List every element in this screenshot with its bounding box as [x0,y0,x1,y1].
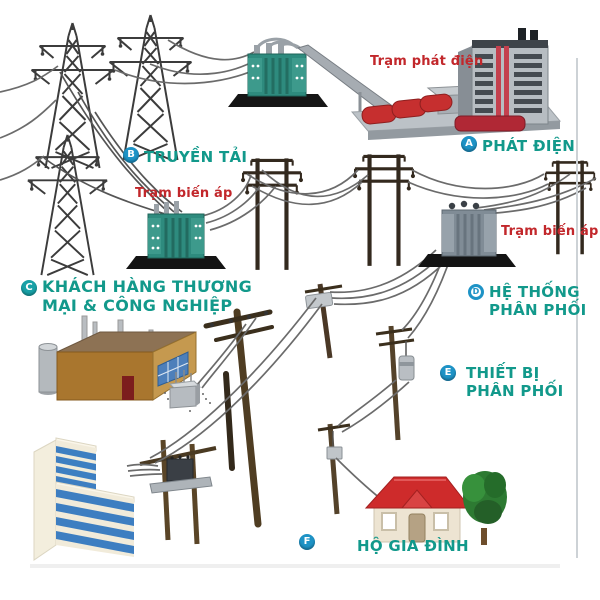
stage-d-line2: PHÂN PHỐI [489,301,587,319]
stage-e-line2: PHÂN PHỐI [466,382,564,400]
house-icon [364,476,472,543]
pole-transformer-icon [375,325,415,441]
stage-e-badge: E [440,365,456,381]
stage-c-line2: MẠI & CÔNG NGHIỆP [42,296,233,315]
stage-d-line1: HỆ THỐNG [489,283,580,301]
stage-d-badge: D [468,284,484,300]
stage-a-label: PHÁT ĐIỆN [482,137,576,155]
factory-icon [38,315,197,401]
pole-mounted-switch-icon [304,283,343,359]
label-generating-station: Trạm phát điện [370,54,484,69]
stage-e-label: THIẾT BỊ PHÂN PHỐI [466,364,564,400]
stage-f-label: HỘ GIA ĐÌNH [357,537,469,555]
stage-b-label: TRUYỀN TẢI [144,148,248,166]
stage-c-badge: C [21,280,37,296]
distribution-pole-icon [241,154,598,270]
office-building-icon [33,437,135,561]
leaning-pole-icon [203,308,274,528]
stage-e-line1: THIẾT BỊ [466,364,540,382]
step-up-transformer-icon [228,37,328,107]
stage-c-line1: KHÁCH HÀNG THƯƠNG [42,277,253,296]
stage-c-label: KHÁCH HÀNG THƯƠNG MẠI & CÔNG NGHIỆP [42,277,252,315]
power-plant-icon [350,28,562,140]
service-pole-icon [317,423,351,515]
stage-d-label: HỆ THỐNG PHÂN PHỐI [489,283,587,319]
stage-f-badge: F [299,534,315,550]
substation-transformer-icon [126,201,226,269]
tree-icon [462,471,507,545]
stage-a-badge: A [461,136,477,152]
platform-transformer-icon [139,439,217,545]
stage-b-badge: B [123,147,139,163]
label-stepup-substation: Trạm biến áp [135,186,233,201]
distribution-transformer-icon [418,200,516,267]
image-edge-line [30,58,578,568]
factory-substation-icon [164,370,211,412]
label-stepdown-substation: Trạm biến áp [501,224,599,239]
